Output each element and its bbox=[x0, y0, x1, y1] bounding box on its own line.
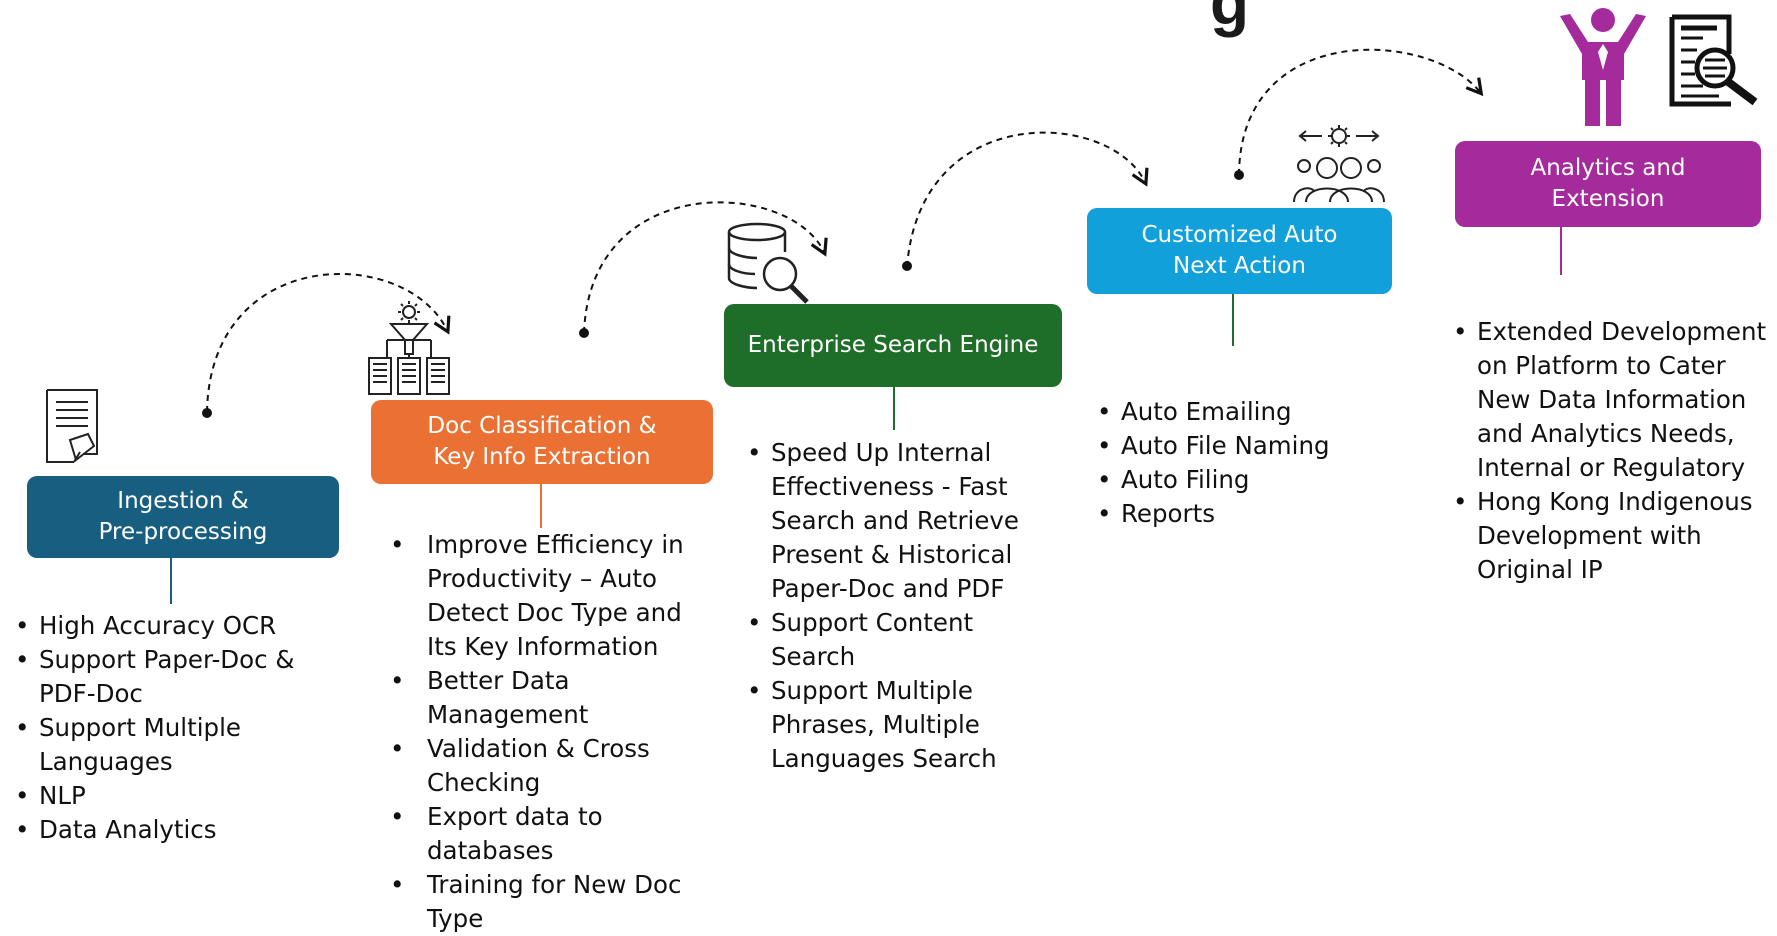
flow-arrow-3-start-dot bbox=[902, 261, 912, 271]
bullet-item: Improve Efficiency in Productivity – Aut… bbox=[380, 528, 715, 664]
stage-ingestion-box: Ingestion & Pre-processing bbox=[27, 476, 339, 558]
document-magnifier-icon bbox=[1669, 14, 1758, 107]
stage-analytics-bullets: Extended Development on Platform to Cate… bbox=[1449, 315, 1771, 587]
stage-analytics-label: Analytics and Extension bbox=[1530, 154, 1686, 212]
bullet-item: Extended Development on Platform to Cate… bbox=[1449, 315, 1771, 485]
title-fragment: g bbox=[1210, 0, 1250, 38]
stage-classification-connector bbox=[540, 484, 542, 528]
stage-search-label: Enterprise Search Engine bbox=[747, 331, 1039, 358]
stage-search-bullets: Speed Up Internal Effectiveness - Fast S… bbox=[743, 436, 1043, 776]
funnel-gear-servers-icon bbox=[368, 301, 450, 395]
stage-classification-label: Doc Classification & Key Info Extraction bbox=[427, 412, 657, 470]
stage-auto-action-label: Customized Auto Next Action bbox=[1141, 221, 1338, 279]
stage-auto-action-connector bbox=[1232, 294, 1234, 346]
bullet-item: Reports bbox=[1093, 497, 1383, 531]
team-gear-arrows-icon bbox=[1293, 125, 1385, 203]
bullet-item: Export data to databases bbox=[380, 800, 715, 868]
flow-arrow-2-start-dot bbox=[579, 328, 589, 338]
bullet-item: Support Content Search bbox=[743, 606, 1043, 674]
bullet-item: Auto Emailing bbox=[1093, 395, 1383, 429]
stage-ingestion-connector bbox=[170, 558, 172, 604]
bullet-item: Data Analytics bbox=[11, 813, 311, 847]
stage-classification-box: Doc Classification & Key Info Extraction bbox=[371, 400, 713, 484]
bullet-item: Validation & Cross Checking bbox=[380, 732, 715, 800]
bullet-item: Auto File Naming bbox=[1093, 429, 1383, 463]
bullet-item: Hong Kong Indigenous Development with Or… bbox=[1449, 485, 1771, 587]
stage-auto-action-box: Customized Auto Next Action bbox=[1087, 208, 1392, 294]
stage-auto-action-bullets: Auto Emailing Auto File Naming Auto Fili… bbox=[1093, 395, 1383, 531]
stage-search-box: Enterprise Search Engine bbox=[724, 304, 1062, 387]
stage-ingestion-bullets: High Accuracy OCR Support Paper-Doc & PD… bbox=[11, 609, 311, 847]
stage-analytics-connector bbox=[1560, 227, 1562, 275]
bullet-item: Better Data Management bbox=[380, 664, 715, 732]
person-arms-raised-icon bbox=[1560, 8, 1646, 126]
database-search-icon bbox=[727, 222, 809, 304]
bullet-item: Support Paper-Doc & PDF-Doc bbox=[11, 643, 311, 711]
flow-arrow-1-start-dot bbox=[202, 408, 212, 418]
stage-ingestion-label: Ingestion & Pre-processing bbox=[98, 487, 268, 545]
stage-analytics-box: Analytics and Extension bbox=[1455, 141, 1761, 227]
stage-search-connector bbox=[893, 387, 895, 430]
document-signature-icon bbox=[46, 389, 98, 463]
bullet-item: Support Multiple Phrases, Multiple Langu… bbox=[743, 674, 1043, 776]
bullet-item: Speed Up Internal Effectiveness - Fast S… bbox=[743, 436, 1043, 606]
bullet-item: Auto Filing bbox=[1093, 463, 1383, 497]
flow-arrow-4-start-dot bbox=[1234, 170, 1244, 180]
stage-classification-bullets: Improve Efficiency in Productivity – Aut… bbox=[380, 528, 715, 936]
bullet-item: High Accuracy OCR bbox=[11, 609, 311, 643]
bullet-item: NLP bbox=[11, 779, 311, 813]
bullet-item: Training for New Doc Type bbox=[380, 868, 715, 936]
bullet-item: Support Multiple Languages bbox=[11, 711, 311, 779]
